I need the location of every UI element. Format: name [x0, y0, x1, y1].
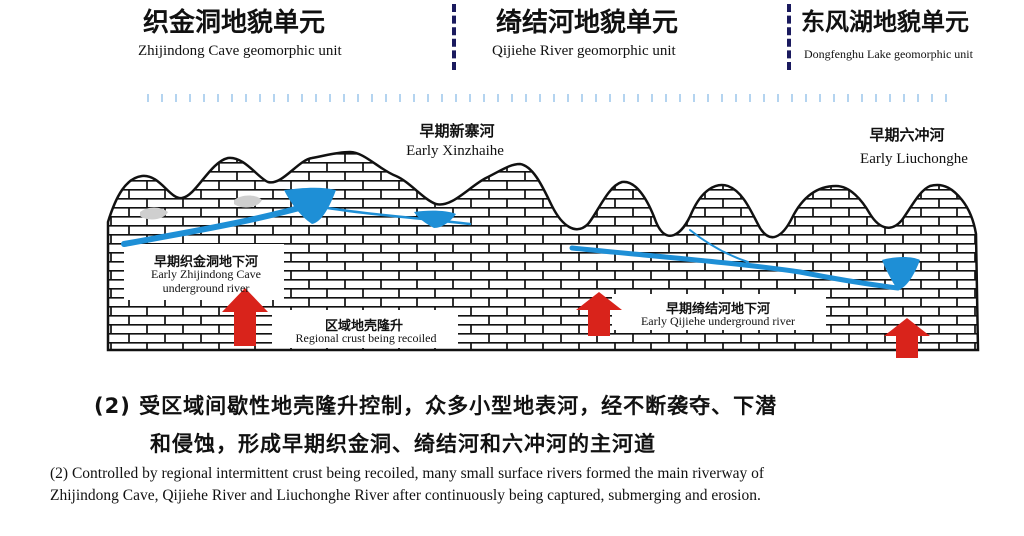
unit-subtitle-dongfenghu: Dongfenghu Lake geomorphic unit [804, 47, 973, 61]
unit-divider-1 [452, 4, 456, 70]
caption-zh-line2: 和侵蚀，形成早期织金洞、绮结河和六冲河的主河道 [150, 432, 656, 456]
label-xinzhaihe-en: Early Xinzhaihe [406, 143, 504, 159]
grey-deposits [140, 195, 262, 220]
uplift-arrow-1 [222, 288, 268, 346]
uplift-arrows [222, 288, 930, 358]
uplift-arrow-3 [884, 318, 930, 358]
zhijindong-underground-river [121, 201, 317, 247]
qijiehe-surface-channel [689, 229, 749, 263]
unit-divider-2 [787, 4, 791, 70]
caption-en-line2: Zhijindong Cave, Qijiehe River and Liuch… [50, 487, 761, 504]
label-qijiehe-river-en: Early Qijiehe underground river [640, 314, 796, 328]
unit-subtitle-zhijindong: Zhijindong Cave geomorphic unit [138, 43, 342, 59]
label-qijiehe-river-zh: 早期绮结河地下河 [665, 302, 770, 317]
xinzhaihe-pool-upper [284, 187, 336, 224]
caption-en-line1: (2) Controlled by regional intermittent … [50, 465, 765, 482]
label-uplift-en: Regional crust being recoiled [295, 331, 437, 345]
unit-title-qijiehe: 绮结河地貌单元 [496, 8, 679, 38]
qijiehe-underground-river [569, 245, 901, 291]
unit-title-zhijindong: 织金洞地貌单元 [143, 8, 326, 38]
rivers [121, 201, 901, 291]
label-zhijindong-river-zh: 早期织金洞地下河 [153, 255, 258, 270]
river-pools [284, 187, 920, 290]
label-zhijindong-river-en1: Early Zhijindong Cave [151, 267, 261, 281]
label-liuchonghe-zh: 早期六冲河 [869, 126, 945, 144]
label-xinzhaihe-zh: 早期新寨河 [419, 122, 495, 140]
uplift-arrow-2 [576, 292, 622, 336]
label-uplift-zh: 区域地壳隆升 [324, 319, 403, 334]
label-zhijindong-river-en2: underground river [162, 281, 250, 295]
xinzhaihe-pool-lower [414, 210, 456, 228]
unit-title-dongfenghu: 东风湖地貌单元 [801, 8, 969, 36]
label-liuchonghe-en: Early Liuchonghe [860, 151, 968, 167]
unit-subtitle-qijiehe: Qijiehe River geomorphic unit [492, 43, 676, 59]
xinzhaihe-surface-channel [314, 204, 472, 226]
label-masks [124, 244, 826, 348]
rain-arrows [147, 94, 947, 102]
karst-diagram [106, 94, 980, 358]
liuchonghe-pool [882, 257, 920, 290]
caption-zh-line1: (2) 受区域间歇性地壳隆升控制，众多小型地表河，经不断袭夺、下潜 [94, 394, 778, 418]
